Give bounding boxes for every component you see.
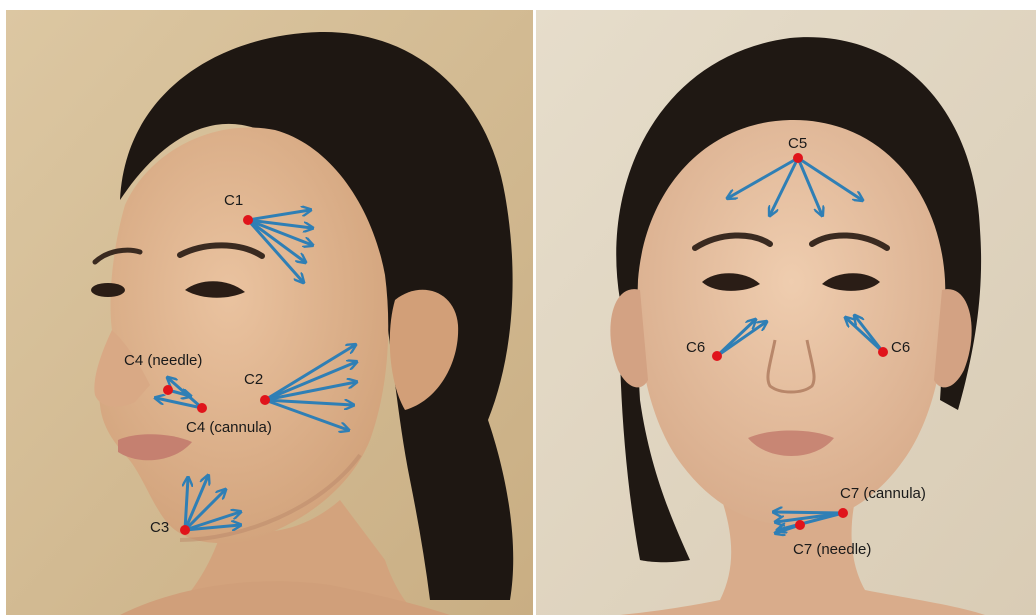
c6-right-point [878, 347, 888, 357]
c7-cannula-point [838, 508, 848, 518]
c4-cannula-label: C4 (cannula) [186, 419, 272, 436]
c5-label: C5 [788, 135, 807, 152]
c4-needle-label: C4 (needle) [124, 352, 202, 369]
left-eye-far [91, 283, 125, 297]
c6-right-label: C6 [891, 339, 910, 356]
c7-cannula-label: C7 (cannula) [840, 485, 926, 502]
c1-label: C1 [224, 192, 243, 209]
right-panel: C5 C6 C6 C7 (cannula) C7 (needle) [536, 10, 1036, 615]
c3-label: C3 [150, 519, 169, 536]
left-panel: C1 C2 C3 C4 (needle) C4 ( [6, 10, 533, 615]
c2-point [260, 395, 270, 405]
c6-left-point [712, 351, 722, 361]
c4-cannula-point [197, 403, 207, 413]
c4-needle-point [163, 385, 173, 395]
c7-needle-point [795, 520, 805, 530]
c3-point [180, 525, 190, 535]
c5-point [793, 153, 803, 163]
c1-point [243, 215, 253, 225]
c2-label: C2 [244, 371, 263, 388]
c7-needle-label: C7 (needle) [793, 541, 871, 558]
c6-left-label: C6 [686, 339, 705, 356]
right-face [638, 120, 946, 525]
